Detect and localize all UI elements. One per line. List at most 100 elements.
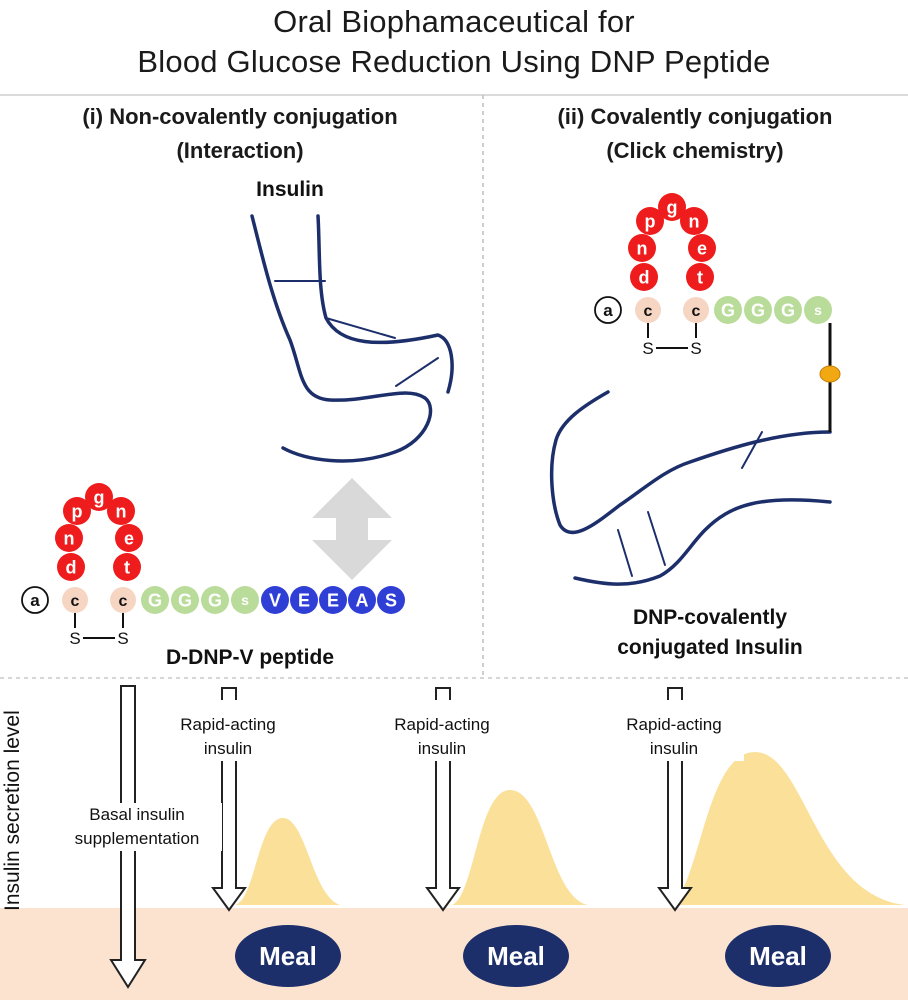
left-panel-heading: (i) Non-covalently conjugation (Interact… xyxy=(30,100,450,168)
svg-text:a: a xyxy=(30,591,40,610)
insulin-label: Insulin xyxy=(256,178,324,201)
tail-bead-A: A xyxy=(348,586,376,614)
svg-text:d: d xyxy=(639,267,650,287)
svg-text:g: g xyxy=(94,487,105,507)
sulfur-label: S xyxy=(117,629,128,648)
rapid-label-2-line-2: insulin xyxy=(417,739,467,758)
rapid-label-3-line-2: insulin xyxy=(649,739,699,758)
title-line-1: Oral Biophamaceutical for xyxy=(273,4,635,39)
sulfur-label: S xyxy=(690,339,701,358)
linker-bead-G: G xyxy=(774,296,802,324)
loop-bead-e: e xyxy=(115,524,143,552)
tail-bead-V: V xyxy=(261,586,289,614)
loop-bead-n: n xyxy=(680,207,708,235)
rapid-label-3: Rapid-acting insulin xyxy=(604,713,744,761)
svg-text:d: d xyxy=(66,557,77,577)
rapid-label-1-line-2: insulin xyxy=(203,739,253,758)
right-heading-line-1: (ii) Covalently conjugation xyxy=(557,104,833,129)
svg-text:c: c xyxy=(644,303,653,320)
loop-bead-t: t xyxy=(113,553,141,581)
conjugated-label-line-1: DNP-covalently xyxy=(632,606,788,629)
insulin-structure-left xyxy=(250,214,454,463)
conjugated-insulin-label: DNP-covalently conjugated Insulin xyxy=(560,603,860,663)
loop-bead-n: n xyxy=(628,234,656,262)
basal-insulin-label: Basal insulin supplementation xyxy=(52,803,222,851)
rapid-label-2-line-1: Rapid-acting xyxy=(394,715,490,734)
rapid-arrow-3 xyxy=(657,687,693,912)
meal-badge-1: Meal xyxy=(235,925,341,987)
basal-label-line-1: Basal insulin xyxy=(89,805,185,824)
loop-bead-p: p xyxy=(636,207,664,235)
svg-text:n: n xyxy=(689,211,700,231)
svg-text:G: G xyxy=(148,590,162,610)
interaction-arrow xyxy=(312,478,392,580)
loop-bead-g: g xyxy=(85,483,113,511)
cys-bead: c xyxy=(62,587,88,613)
svg-text:G: G xyxy=(751,300,765,320)
loop-bead-p: p xyxy=(63,497,91,525)
rapid-label-2: Rapid-acting insulin xyxy=(372,713,512,761)
linker-bead-G: G xyxy=(141,586,169,614)
svg-text:n: n xyxy=(116,501,127,521)
svg-text:G: G xyxy=(721,300,735,320)
tail-bead-E: E xyxy=(319,586,347,614)
meal-badge-3: Meal xyxy=(725,925,831,987)
cys-bead: c xyxy=(683,297,709,323)
rapid-label-3-line-1: Rapid-acting xyxy=(626,715,722,734)
linker-bead-s: s xyxy=(804,296,832,324)
svg-text:E: E xyxy=(327,590,339,610)
rapid-label-1-line-1: Rapid-acting xyxy=(180,715,276,734)
loop-bead-n: n xyxy=(107,497,135,525)
svg-text:e: e xyxy=(124,528,134,548)
right-heading-line-2: (Click chemistry) xyxy=(606,138,784,163)
cys-bead: c xyxy=(110,587,136,613)
svg-text:t: t xyxy=(124,557,130,577)
tail-bead-E: E xyxy=(290,586,318,614)
svg-text:t: t xyxy=(697,267,703,287)
sulfur-label: S xyxy=(642,339,653,358)
svg-text:g: g xyxy=(667,197,678,217)
title-line-2: Blood Glucose Reduction Using DNP Peptid… xyxy=(137,44,771,79)
meal-badge-2: Meal xyxy=(463,925,569,987)
cys-bead: c xyxy=(635,297,661,323)
insulin-structure-right xyxy=(549,390,832,586)
left-heading-line-1: (i) Non-covalently conjugation xyxy=(82,104,398,129)
svg-text:c: c xyxy=(119,593,128,610)
n-terminal-bead: a xyxy=(21,586,49,614)
loop-bead-e: e xyxy=(688,234,716,262)
peptide-label: D-DNP-V peptide xyxy=(166,646,334,669)
svg-text:S: S xyxy=(385,590,397,610)
loop-bead-d: d xyxy=(57,553,85,581)
tail-bead-S: S xyxy=(377,586,405,614)
svg-text:e: e xyxy=(697,238,707,258)
svg-text:c: c xyxy=(71,593,80,610)
meal-peak-3 xyxy=(670,752,905,905)
loop-bead-g: g xyxy=(658,193,686,221)
svg-text:G: G xyxy=(781,300,795,320)
meal-peak-2 xyxy=(452,790,588,905)
loop-bead-n: n xyxy=(55,524,83,552)
svg-text:A: A xyxy=(356,590,369,610)
linker-bead-G: G xyxy=(171,586,199,614)
svg-text:V: V xyxy=(269,590,281,610)
svg-text:n: n xyxy=(637,238,648,258)
sulfur-label: S xyxy=(69,629,80,648)
n-terminal-bead: a xyxy=(594,296,622,324)
meal-peak-1 xyxy=(235,817,340,905)
linker-bead-G: G xyxy=(744,296,772,324)
svg-text:c: c xyxy=(692,303,701,320)
svg-text:p: p xyxy=(645,211,656,231)
svg-text:s: s xyxy=(814,302,822,318)
svg-text:n: n xyxy=(64,528,75,548)
linker-bead-s: s xyxy=(231,586,259,614)
svg-text:G: G xyxy=(178,590,192,610)
loop-bead-t: t xyxy=(686,263,714,291)
svg-text:p: p xyxy=(72,501,83,521)
linker-bead-G: G xyxy=(714,296,742,324)
left-heading-line-2: (Interaction) xyxy=(176,138,304,163)
rapid-arrow-1 xyxy=(211,687,247,912)
svg-text:a: a xyxy=(603,301,613,320)
loop-bead-d: d xyxy=(630,263,658,291)
right-panel-heading: (ii) Covalently conjugation (Click chemi… xyxy=(490,100,900,168)
